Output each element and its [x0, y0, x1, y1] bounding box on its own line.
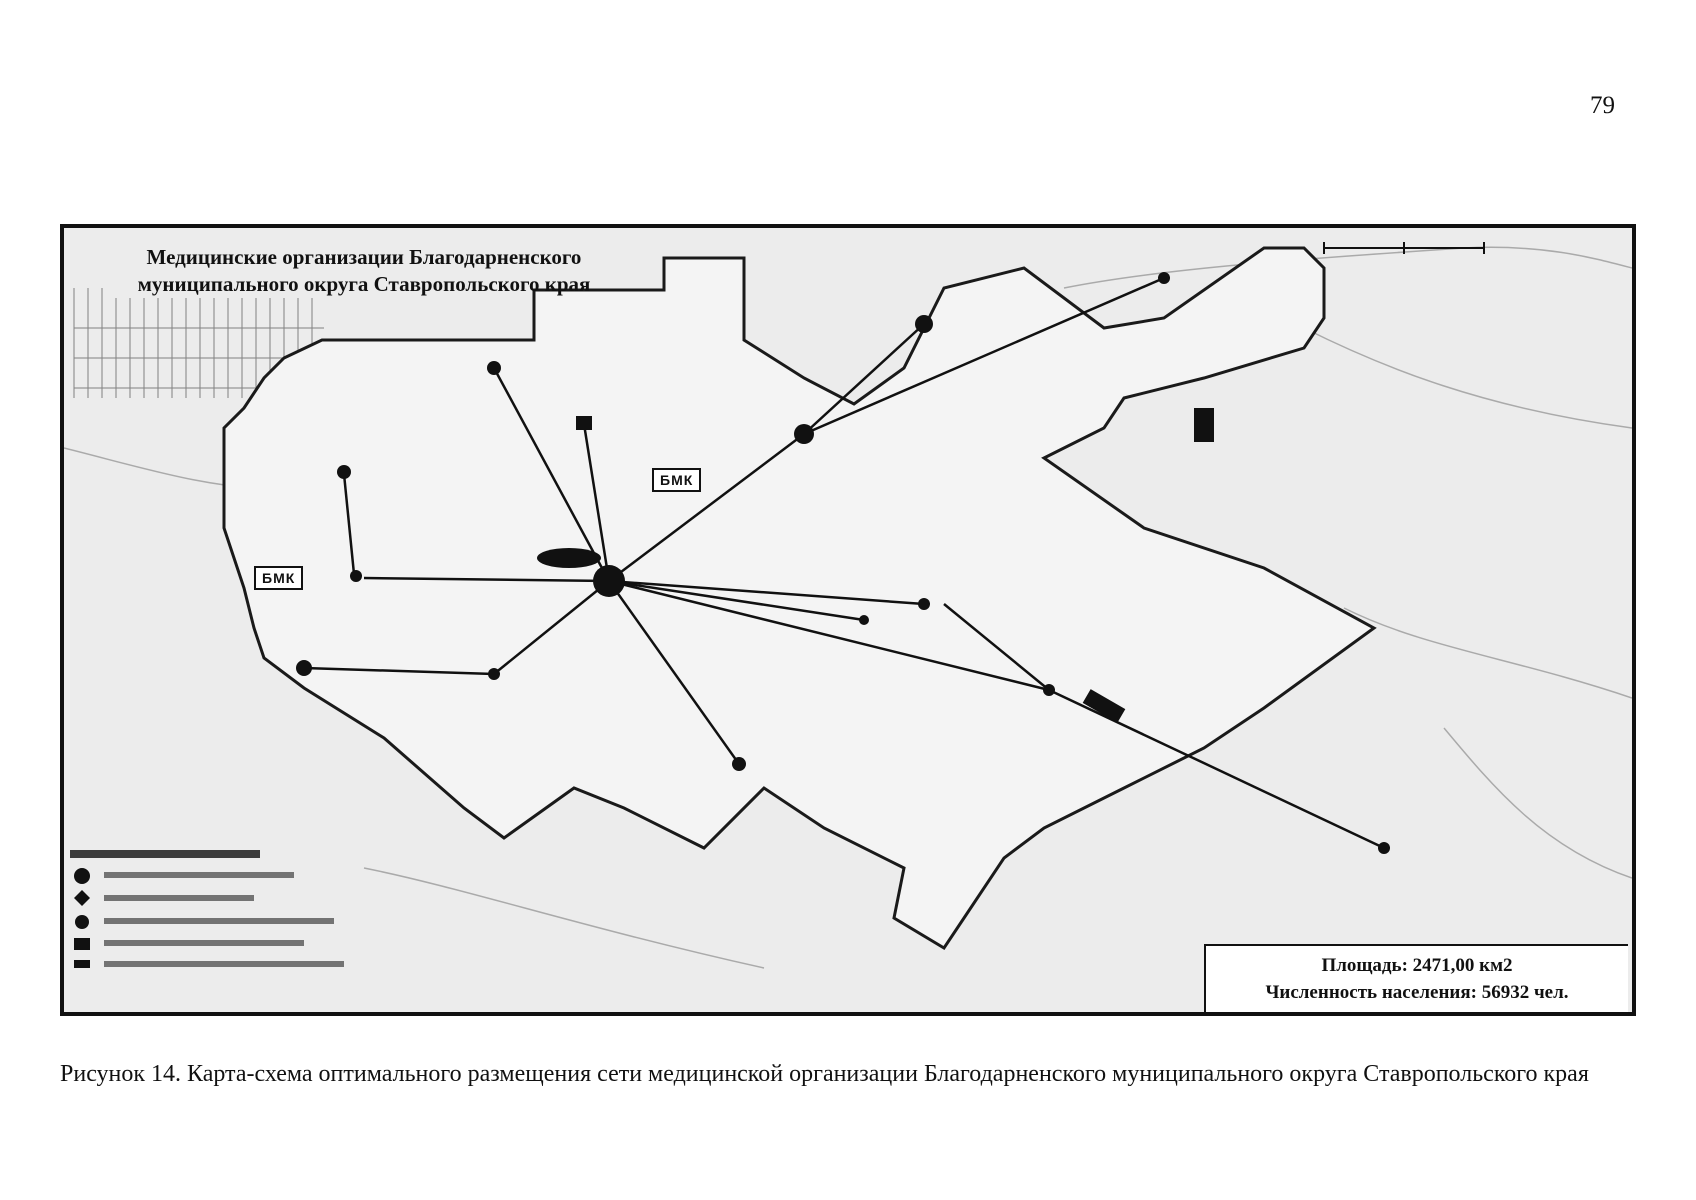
- bmk-label: БМК: [652, 468, 702, 492]
- map-title: Медицинские организации Благодарненского…: [137, 245, 591, 296]
- district-boundary: [222, 246, 1377, 951]
- figure-caption: Рисунок 14. Карта-схема оптимального раз…: [60, 1061, 1589, 1087]
- settlement-markers: [296, 272, 1390, 854]
- service-lines: [303, 276, 1385, 850]
- bmk-label: БМК: [254, 566, 304, 590]
- district-map: [64, 242, 1632, 969]
- page-number: 79: [1590, 92, 1615, 119]
- legend-symbols: [70, 850, 344, 968]
- scale-bar: [1323, 242, 1485, 254]
- district-stats-box: Площадь: 2471,00 км2 Численность населен…: [1204, 944, 1628, 1012]
- area-stat: Площадь: 2471,00 км2: [1321, 955, 1513, 976]
- map-figure: Медицинские организации Благодарненского…: [60, 224, 1636, 1016]
- population-stat: Численность населения: 56932 чел.: [1265, 982, 1569, 1003]
